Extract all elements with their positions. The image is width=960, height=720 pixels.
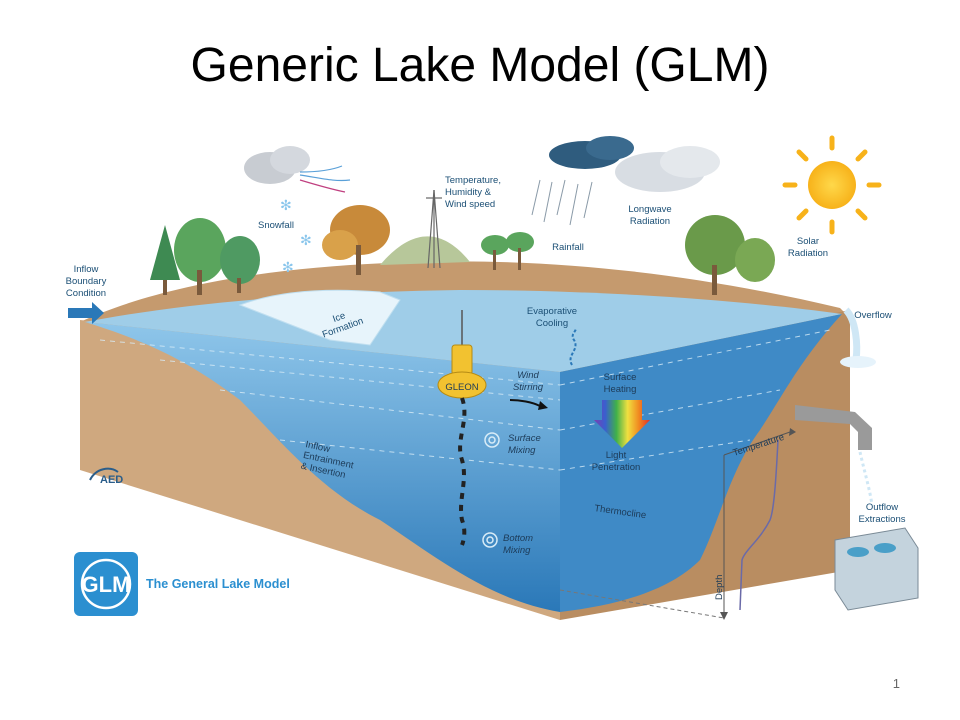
outflow-label-2: Extractions: [859, 514, 906, 525]
inflow-label-3: Condition: [66, 288, 106, 299]
tree-group-right: [685, 215, 775, 295]
bottom-mixing-label-2: Mixing: [503, 545, 531, 556]
snowfall-label: Snowfall: [258, 220, 294, 231]
buoy-label: GLEON: [445, 382, 478, 393]
surface-heating-label-2: Heating: [604, 384, 637, 395]
inflow-label-2: Boundary: [66, 276, 107, 287]
tree-group-left: [150, 218, 260, 295]
slide-title: Generic Lake Model (GLM): [190, 39, 770, 92]
surface-heating-arrow: [594, 400, 650, 448]
buoy: [437, 310, 487, 546]
evaporation-arrow: [569, 327, 577, 366]
hill: [380, 236, 470, 265]
outflow-label: Outflow Extractions: [859, 502, 906, 525]
lake-right-section: [560, 314, 842, 612]
surface-heating-label-1: Surface: [604, 372, 637, 383]
temperature-profile: [559, 428, 796, 620]
inflow-arrow: [68, 302, 104, 324]
svg-text:✻: ✻: [280, 198, 292, 214]
snowflakes: ✻ ✻ ✻: [280, 198, 312, 276]
page-number: 1: [892, 676, 900, 691]
outflow-label-1: Outflow: [866, 502, 898, 513]
surface-heating-label: Surface Heating: [604, 372, 637, 395]
surface-mixing-label-2: Mixing: [508, 445, 536, 456]
surface-mixing-label: Surface Mixing: [508, 433, 541, 456]
longwave-label-2: Radiation: [630, 216, 670, 227]
svg-text:✻: ✻: [282, 260, 294, 276]
outflow-pipe: [795, 405, 874, 506]
solar-label-1: Solar: [797, 236, 819, 247]
wind-label-2: Stirring: [513, 382, 544, 393]
met-label-2: Humidity &: [445, 187, 492, 198]
light-label: Light Penetration: [592, 450, 641, 473]
svg-text:✻: ✻: [300, 233, 312, 249]
entrainment-label-1: Inflow: [304, 439, 331, 455]
overflow-label: Overflow: [854, 310, 892, 321]
tree-group-middle: [322, 205, 534, 275]
inflow-label: Inflow Boundary Condition: [66, 264, 107, 299]
solar-label-2: Radiation: [788, 248, 828, 259]
longwave-label: Longwave Radiation: [628, 204, 671, 227]
rain-clouds: [531, 136, 720, 226]
sun: [782, 135, 882, 235]
depth-axis-label: Depth: [714, 575, 725, 600]
ice-formation: [238, 289, 401, 346]
wind-stirring-arrow: [509, 399, 541, 407]
light-label-2: Penetration: [592, 462, 641, 473]
met-label-3: Wind speed: [445, 199, 495, 210]
inflow-label-1: Inflow: [74, 264, 99, 275]
aed-logo: AED: [89, 467, 123, 486]
surface-mixing-label-1: Surface: [508, 433, 541, 444]
lake-front-section: [85, 322, 560, 612]
aed-logo-text: AED: [100, 474, 123, 486]
met-tower: [426, 189, 442, 269]
wind-label-1: Wind: [517, 370, 539, 381]
mixing-swirls: [482, 432, 500, 548]
bottom-mixing-label: Bottom Mixing: [503, 533, 533, 556]
met-label: Temperature, Humidity & Wind speed: [445, 175, 501, 210]
light-label-1: Light: [606, 450, 627, 461]
ice-label-1: Ice: [331, 310, 347, 325]
glm-caption: The General Lake Model: [146, 577, 290, 591]
evap-label: Evaporative Cooling: [527, 306, 577, 329]
longwave-label-1: Longwave: [628, 204, 671, 215]
wind-stirring-label: Wind Stirring: [513, 370, 544, 393]
solar-label: Solar Radiation: [788, 236, 828, 259]
evap-label-1: Evaporative: [527, 306, 577, 317]
overflow-waterfall: [840, 307, 876, 368]
rainfall-label: Rainfall: [552, 242, 584, 253]
bottom-mixing-label-1: Bottom: [503, 533, 533, 544]
evap-label-2: Cooling: [536, 318, 568, 329]
met-label-1: Temperature,: [445, 175, 501, 186]
wind-cloud: [244, 146, 351, 193]
glm-logo-text: GLM: [82, 572, 131, 597]
glm-logo: GLM The General Lake Model: [74, 552, 290, 616]
treatment-plant: [834, 527, 919, 611]
